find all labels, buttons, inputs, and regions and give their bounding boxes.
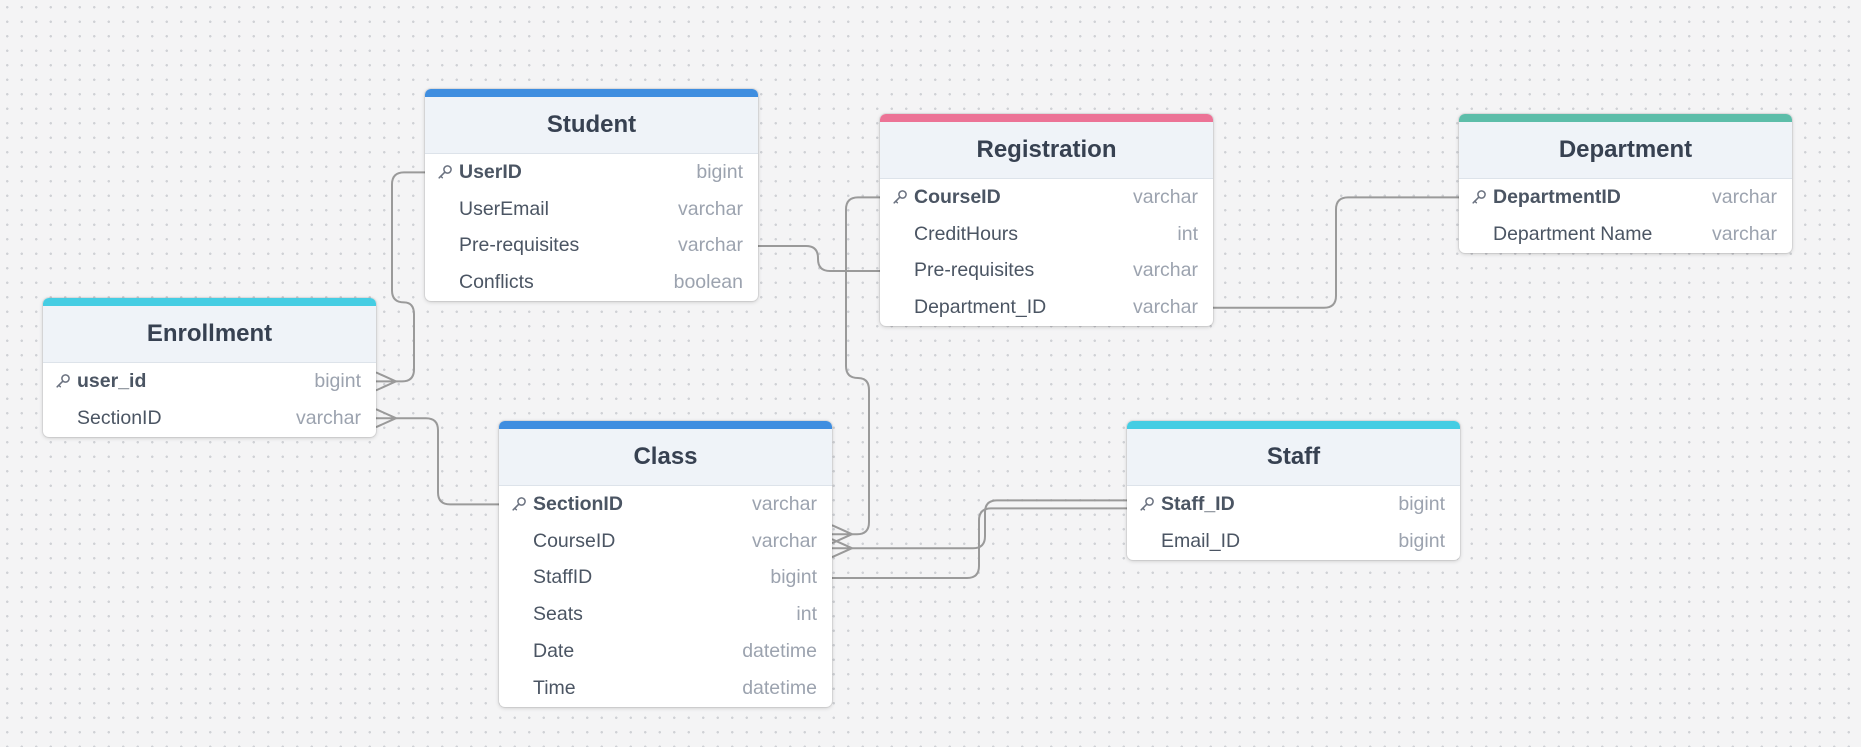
column-row[interactable]: Staff_ID bigint <box>1127 486 1460 523</box>
primary-key-icon <box>1471 189 1487 205</box>
column-type: varchar <box>677 234 743 257</box>
column-name: Staff_ID <box>1161 492 1235 515</box>
column-type: bigint <box>696 160 743 183</box>
primary-key-icon <box>511 496 527 512</box>
column-row[interactable]: Department_ID varchar <box>880 289 1213 326</box>
column-row[interactable]: Pre-requisites varchar <box>880 253 1213 290</box>
column-row[interactable]: StaffID bigint <box>499 560 832 597</box>
column-type: varchar <box>1132 296 1198 319</box>
column-name: CourseID <box>533 529 616 552</box>
column-type: bigint <box>314 369 361 392</box>
table-title: Class <box>633 443 698 470</box>
column-type: int <box>1177 222 1198 245</box>
connector-registration-class <box>845 196 880 536</box>
connector-class-enrollment <box>396 417 499 506</box>
column-row[interactable]: SectionID varchar <box>43 400 376 437</box>
column-row[interactable]: CourseID varchar <box>499 523 832 560</box>
table-header[interactable]: Class <box>499 421 832 486</box>
column-type: bigint <box>1398 492 1445 515</box>
column-name: Department Name <box>1493 222 1653 245</box>
connector-department-registration <box>1213 196 1459 309</box>
connector-student-registration <box>758 245 880 272</box>
column-row[interactable]: UserID bigint <box>425 154 758 191</box>
column-name: Time <box>533 676 576 699</box>
column-name: SectionID <box>77 406 162 429</box>
column-type: varchar <box>1132 259 1198 282</box>
column-row[interactable]: Conflicts boolean <box>425 264 758 301</box>
table-header[interactable]: Staff <box>1127 421 1460 486</box>
column-name: Conflicts <box>459 271 534 294</box>
column-type: varchar <box>295 406 361 429</box>
table-title: Enrollment <box>146 320 273 347</box>
primary-key-icon <box>437 164 453 180</box>
column-row[interactable]: Department Name varchar <box>1459 216 1792 253</box>
column-type: varchar <box>1711 222 1777 245</box>
column-row[interactable]: DepartmentID varchar <box>1459 179 1792 216</box>
column-name: Pre-requisites <box>459 234 580 257</box>
table-header[interactable]: Registration <box>880 114 1213 179</box>
table-title: Registration <box>976 136 1117 163</box>
table-header[interactable]: Student <box>425 89 758 154</box>
column-type: int <box>796 603 817 626</box>
column-name: Pre-requisites <box>914 259 1035 282</box>
column-name: Email_ID <box>1161 529 1241 552</box>
column-type: varchar <box>751 492 817 515</box>
column-row[interactable]: Seats int <box>499 596 832 633</box>
column-type: datetime <box>742 676 817 699</box>
primary-key-icon <box>892 189 908 205</box>
column-type: varchar <box>751 529 817 552</box>
column-type: datetime <box>742 640 817 663</box>
column-name: UserID <box>459 160 522 183</box>
primary-key-icon <box>1139 496 1155 512</box>
table-title: Staff <box>1266 443 1321 470</box>
column-type: varchar <box>1132 185 1198 208</box>
column-name: CourseID <box>914 185 1001 208</box>
table-header[interactable]: Enrollment <box>43 298 376 363</box>
column-row[interactable]: Email_ID bigint <box>1127 523 1460 560</box>
table-title: Department <box>1558 136 1693 163</box>
column-name: Seats <box>533 603 583 626</box>
column-row[interactable]: Time datetime <box>499 670 832 707</box>
primary-key-icon <box>55 373 71 389</box>
column-name: Department_ID <box>914 296 1047 319</box>
column-type: boolean <box>673 271 743 294</box>
crow-foot-many-icon <box>375 408 397 429</box>
column-name: DepartmentID <box>1493 185 1621 208</box>
column-type: bigint <box>770 566 817 589</box>
column-name: user_id <box>77 369 147 392</box>
column-name: Date <box>533 640 575 663</box>
connector-student-enrollment <box>391 171 425 383</box>
column-row[interactable]: CourseID varchar <box>880 179 1213 216</box>
connector-staff-class-staffid <box>832 507 1127 579</box>
column-type: varchar <box>1711 185 1777 208</box>
table-header[interactable]: Department <box>1459 114 1792 179</box>
column-row[interactable]: user_id bigint <box>43 363 376 400</box>
column-row[interactable]: Pre-requisites varchar <box>425 228 758 265</box>
column-row[interactable]: SectionID varchar <box>499 486 832 523</box>
connector-staff-class-course <box>852 499 1127 550</box>
crow-foot-many-icon <box>375 371 397 392</box>
column-name: CreditHours <box>914 222 1019 245</box>
table-title: Student <box>546 111 637 138</box>
column-name: UserEmail <box>459 197 549 220</box>
column-type: bigint <box>1398 529 1445 552</box>
column-row[interactable]: Date datetime <box>499 633 832 670</box>
column-name: SectionID <box>533 492 623 515</box>
column-row[interactable]: CreditHours int <box>880 216 1213 253</box>
column-type: varchar <box>677 197 743 220</box>
crow-foot-many-icon <box>831 538 853 559</box>
column-name: StaffID <box>533 566 593 589</box>
column-row[interactable]: UserEmail varchar <box>425 191 758 228</box>
